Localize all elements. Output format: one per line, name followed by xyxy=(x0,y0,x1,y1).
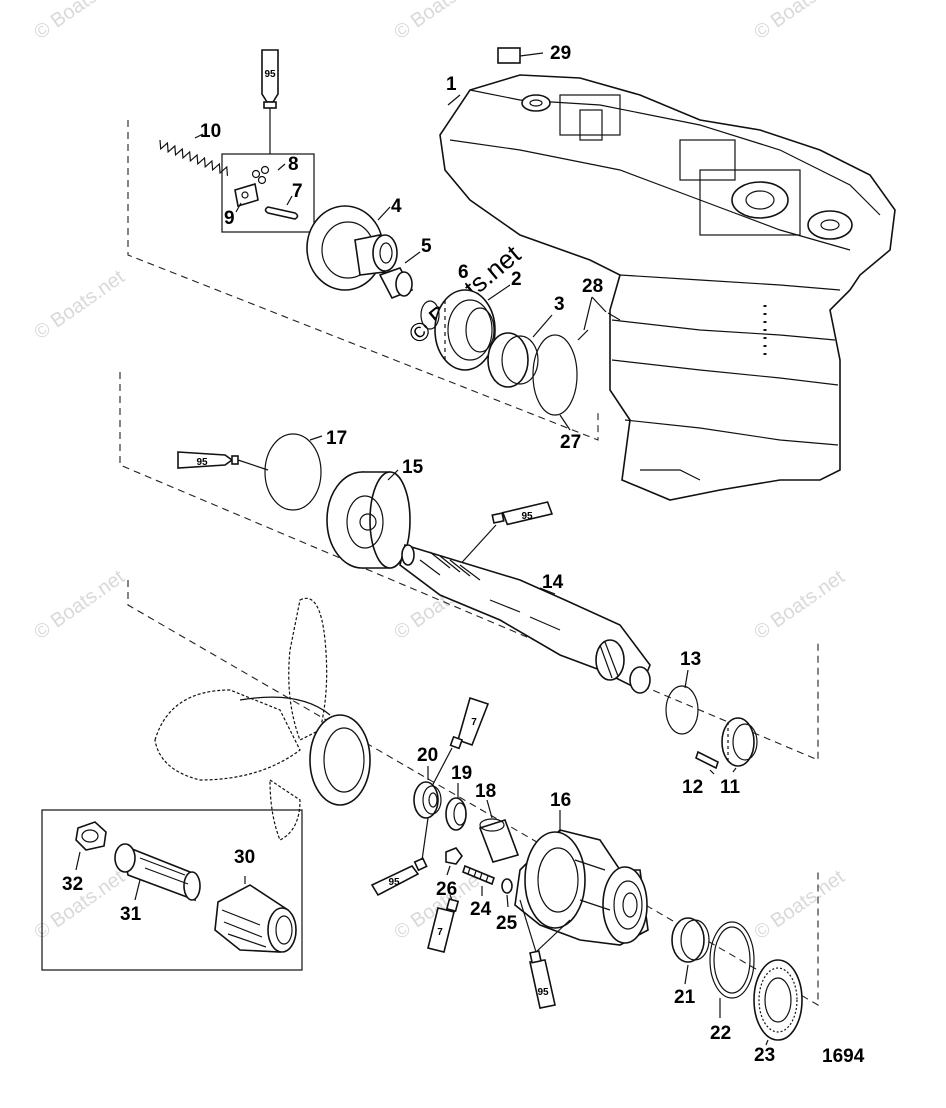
callout-12: 12 xyxy=(682,777,703,798)
sealant-tube-95-top[interactable]: 95 xyxy=(261,49,279,154)
callout-8: 8 xyxy=(288,154,299,175)
callout-30: 30 xyxy=(234,847,255,868)
part-18-bearing[interactable] xyxy=(478,799,520,863)
detent-kit-box[interactable] xyxy=(221,153,315,233)
callout-28: 28 xyxy=(582,276,603,297)
part-22-thrust-washer[interactable] xyxy=(709,921,755,1018)
part-20-seal[interactable] xyxy=(413,766,442,819)
sealant-tube-95-lower-center[interactable]: 95 xyxy=(519,899,571,1009)
callout-10: 10 xyxy=(200,121,221,142)
callout-2: 2 xyxy=(511,269,522,290)
part-28-dowel-pins[interactable] xyxy=(577,296,621,341)
sealant-tube-95-shaft[interactable]: 95 xyxy=(454,501,554,571)
tube-label: 7 xyxy=(437,927,443,938)
part-19-seal[interactable] xyxy=(445,783,467,831)
part-5-bearing[interactable] xyxy=(378,251,421,300)
watermark: © Boats.net xyxy=(750,566,849,644)
callout-labels: 1 2 3 4 5 6 7 8 9 10 11 12 13 14 15 16 1… xyxy=(62,43,865,1067)
watermark: © Boats.net xyxy=(30,266,129,344)
callout-20: 20 xyxy=(417,745,438,766)
part-6-washer[interactable] xyxy=(420,300,440,330)
watermark: © Boats.net xyxy=(750,866,849,944)
tube-label: 7 xyxy=(471,717,477,728)
part-3-bearing-race[interactable] xyxy=(487,314,553,388)
callout-5: 5 xyxy=(421,236,432,257)
sealant-tube-95-lower-left[interactable]: 95 xyxy=(370,817,429,897)
watermark: © Boats.net xyxy=(750,0,849,44)
flo-torq-kit-box[interactable] xyxy=(41,809,303,971)
part-12-cross-pin[interactable] xyxy=(695,750,719,775)
callout-3: 3 xyxy=(554,294,565,315)
part-16-bearing-carrier[interactable] xyxy=(514,810,649,946)
callout-26: 26 xyxy=(436,879,457,900)
tube-label: 95 xyxy=(264,69,276,80)
callout-29: 29 xyxy=(550,43,571,64)
part-24-stud[interactable] xyxy=(462,864,495,896)
part-2-pinion-gear[interactable] xyxy=(434,284,511,371)
watermark: © Boats.net xyxy=(390,0,489,44)
part-21-bearing[interactable] xyxy=(671,917,710,985)
callout-18: 18 xyxy=(475,781,496,802)
part-1-gear-housing[interactable] xyxy=(439,74,896,501)
part-14-propeller-shaft[interactable] xyxy=(399,543,651,694)
part-11-clutch[interactable] xyxy=(721,717,758,773)
callout-14: 14 xyxy=(542,572,564,593)
part-27-o-ring[interactable] xyxy=(532,334,578,431)
sealant-tube-7-lower[interactable]: 7 xyxy=(427,894,460,953)
callout-23: 23 xyxy=(754,1045,775,1066)
part-4-retainer[interactable] xyxy=(306,205,398,291)
callout-19: 19 xyxy=(451,763,472,784)
callout-9: 9 xyxy=(224,208,235,229)
part-26-nut[interactable] xyxy=(445,847,463,876)
part-13-snap-ring[interactable] xyxy=(665,669,699,735)
watermark: © Boats.net xyxy=(30,0,129,44)
watermark: © Boats.net xyxy=(30,566,129,644)
part-10-spring[interactable] xyxy=(157,133,230,176)
propeller[interactable] xyxy=(154,597,371,841)
part-25-washer[interactable] xyxy=(501,878,513,908)
callout-27: 27 xyxy=(560,432,581,453)
tube-label: 95 xyxy=(196,457,208,468)
sealant-tube-7-upper[interactable]: 7 xyxy=(429,696,490,791)
part-29-decal[interactable] xyxy=(497,47,544,64)
callout-32: 32 xyxy=(62,874,83,895)
tube-label: 95 xyxy=(388,877,400,888)
callout-24: 24 xyxy=(470,899,492,920)
callout-4: 4 xyxy=(391,196,402,217)
callout-22: 22 xyxy=(710,1023,731,1044)
callout-21: 21 xyxy=(674,987,696,1008)
part-17-o-ring[interactable] xyxy=(264,433,323,511)
callout-1: 1 xyxy=(446,74,457,95)
part-15-bearing-carrier[interactable] xyxy=(326,469,411,569)
tube-label: 95 xyxy=(537,987,549,998)
callout-13: 13 xyxy=(680,649,701,670)
callout-6: 6 xyxy=(458,262,469,283)
callout-25: 25 xyxy=(496,913,518,934)
part-23-thrust-bearing[interactable] xyxy=(753,959,803,1046)
alignment-lines xyxy=(119,120,819,1006)
callout-31: 31 xyxy=(120,904,142,925)
callout-17: 17 xyxy=(326,428,347,449)
callout-11: 11 xyxy=(720,777,741,798)
callout-7: 7 xyxy=(292,181,303,202)
tube-label: 95 xyxy=(521,511,533,522)
drawing-number: 1694 xyxy=(822,1046,865,1067)
callout-16: 16 xyxy=(550,790,571,811)
callout-15: 15 xyxy=(402,457,424,478)
sealant-tube-95-left[interactable]: 95 xyxy=(177,451,269,471)
